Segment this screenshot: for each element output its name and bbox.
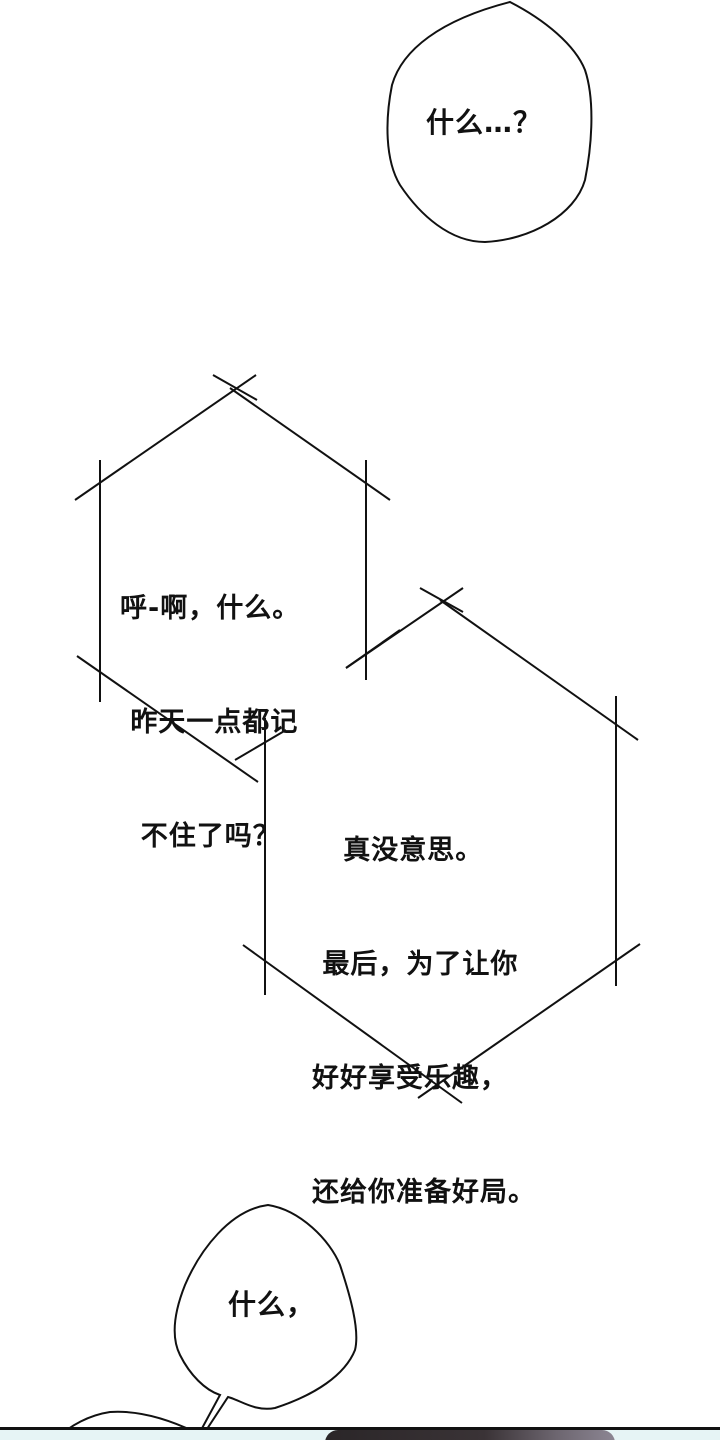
character-hair-silhouette [325, 1430, 615, 1440]
bubble-3-line-3: 好好享受乐趣， [312, 1063, 508, 1094]
speech-bubble-4-outline [173, 1203, 358, 1433]
speech-bubble-1-text: 什么…？ [426, 106, 543, 139]
speech-bubble-2-text: 呼-啊，什么。 昨天一点都记 不住了吗？ [120, 514, 300, 894]
bubble-3-line-1: 真没意思。 [312, 835, 484, 866]
speech-bubble-1-outline [386, 0, 593, 244]
speech-bubble-4-text: 什么， [228, 1288, 316, 1321]
bubble-2-line-3: 不住了吗？ [120, 821, 281, 852]
bubble-2-line-2: 昨天一点都记 [120, 707, 299, 738]
bubble-2-line-1: 呼-啊，什么。 [120, 593, 301, 624]
speech-bubble-3-text: 真没意思。 最后，为了让你 好好享受乐趣， 还给你准备好局。 [312, 756, 536, 1250]
partial-bubble-outline [54, 1410, 196, 1440]
hexagon-bubble-3-frame [242, 587, 641, 1104]
bubble-3-line-4: 还给你准备好局。 [312, 1177, 536, 1208]
next-comic-panel [0, 1427, 720, 1440]
bubble-3-line-2: 最后，为了让你 [312, 949, 519, 980]
